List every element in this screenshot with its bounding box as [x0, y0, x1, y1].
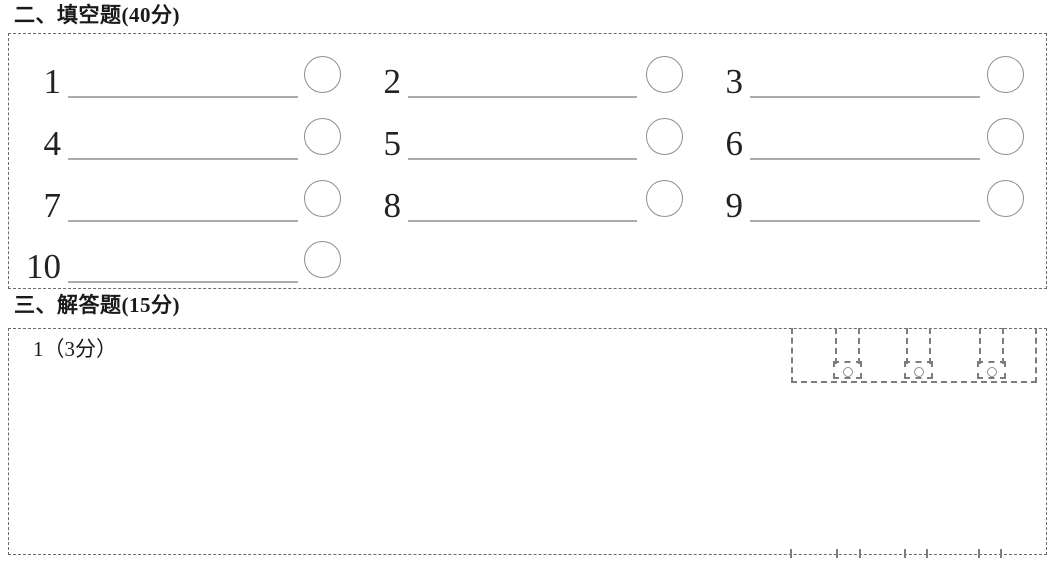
item-number: 6 [725, 124, 744, 163]
next-score-box-tick [836, 549, 838, 558]
fill-in-section-box: 1 2 3 4 5 6 7 8 9 10 [8, 33, 1047, 289]
score-column-line [835, 328, 837, 364]
answer-blank-line[interactable] [750, 158, 980, 160]
answer-blank-line[interactable] [408, 96, 637, 98]
answer-section-box: 1（3分） [8, 328, 1047, 555]
item-number: 10 [26, 247, 61, 286]
item-number: 8 [383, 186, 402, 225]
answer-blank-line[interactable] [68, 281, 298, 283]
section-title-fill-in: 二、填空题(40分) [14, 3, 180, 27]
section-title-answer: 三、解答题(15分) [14, 293, 180, 317]
score-circle[interactable] [987, 180, 1024, 217]
item-number: 7 [43, 186, 62, 225]
answer-blank-line[interactable] [750, 220, 980, 222]
score-bubble-box [904, 361, 933, 379]
next-score-box-tick [859, 549, 861, 558]
answer-blank-line[interactable] [68, 158, 298, 160]
score-circle[interactable] [304, 56, 341, 93]
question-label: 1（3分） [33, 337, 117, 361]
item-number: 3 [725, 62, 744, 101]
score-unit [833, 328, 862, 379]
score-column-line [858, 328, 860, 364]
score-unit [977, 328, 1006, 379]
score-column-line [979, 328, 981, 364]
score-circle[interactable] [304, 118, 341, 155]
answer-blank-line[interactable] [68, 220, 298, 222]
score-bubble-box [833, 361, 862, 379]
item-number: 1 [43, 62, 62, 101]
score-marking-box [791, 328, 1037, 383]
answer-blank-line[interactable] [750, 96, 980, 98]
score-circle[interactable] [987, 118, 1024, 155]
item-number: 9 [725, 186, 744, 225]
score-circle[interactable] [646, 180, 683, 217]
answer-blank-line[interactable] [68, 96, 298, 98]
score-column-line [906, 328, 908, 364]
score-bubble-circle[interactable] [913, 367, 924, 377]
item-number: 2 [383, 62, 402, 101]
item-number: 5 [383, 124, 402, 163]
next-score-box-tick [978, 549, 980, 558]
next-score-box-tick [926, 549, 928, 558]
score-bubble-circle[interactable] [986, 367, 997, 377]
score-circle[interactable] [646, 118, 683, 155]
score-circle[interactable] [304, 180, 341, 217]
next-score-box-tick [904, 549, 906, 558]
score-bubble-box [977, 361, 1006, 379]
score-column-line [1002, 328, 1004, 364]
answer-blank-line[interactable] [408, 220, 637, 222]
item-number: 4 [43, 124, 62, 163]
score-bubble-circle[interactable] [842, 367, 853, 377]
score-column-line [929, 328, 931, 364]
score-circle[interactable] [646, 56, 683, 93]
next-score-box-tick [790, 549, 792, 558]
answer-blank-line[interactable] [408, 158, 637, 160]
score-circle[interactable] [987, 56, 1024, 93]
score-circle[interactable] [304, 241, 341, 278]
score-unit [904, 328, 933, 379]
next-score-box-tick [1000, 549, 1002, 558]
